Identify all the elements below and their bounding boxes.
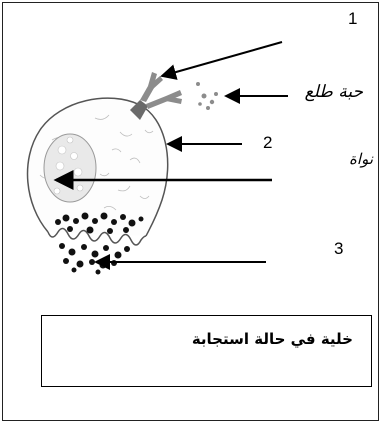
antibody-receptor (130, 72, 182, 120)
caption-box: خلية في حالة استجابة (41, 315, 372, 387)
caption-text: خلية في حالة استجابة (191, 330, 353, 348)
label-nucleus: نواة (349, 150, 373, 168)
label-number-3: 3 (334, 239, 344, 258)
label-number-1: 1 (348, 9, 358, 28)
label-number-2: 2 (263, 133, 273, 152)
nucleus (43, 133, 97, 203)
label-pollen-grain: حبة طلع (304, 82, 363, 102)
pollen-grain (196, 82, 218, 110)
arrow-1 (160, 41, 283, 80)
mast-cell (26, 97, 169, 246)
